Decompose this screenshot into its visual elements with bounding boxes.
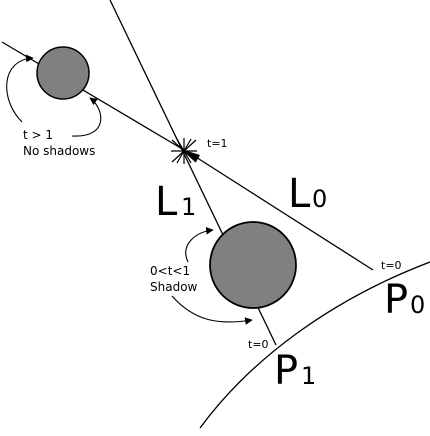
- label-p0-main: P: [384, 277, 408, 323]
- annotation-arrow-gt1-right: [71, 97, 102, 137]
- label-l0-sub: 0: [312, 185, 327, 213]
- label-t-zero-p1: t=0: [248, 338, 269, 351]
- ray-l0-line: [187, 151, 374, 271]
- annotation-arrow-mid-down: [171, 295, 253, 325]
- label-p1-main: P: [274, 348, 298, 394]
- label-t-zero-p0: t=0: [381, 259, 402, 272]
- label-p0: P 0: [384, 277, 425, 323]
- label-l0: L 0: [288, 171, 327, 217]
- surface-curve: [199, 261, 430, 429]
- light-source-star: [171, 138, 197, 164]
- occluder-sphere-shadow: [209, 221, 297, 309]
- label-p1-sub: 1: [301, 362, 316, 390]
- label-l1-main: L: [155, 179, 178, 225]
- label-range-mid: 0<t<1: [150, 264, 190, 278]
- annotation-arrow-mid-up: [185, 226, 214, 263]
- occluder-sphere-far: [36, 46, 90, 100]
- label-l1: L 1: [155, 179, 196, 225]
- ray-l0-arrowhead: [184, 150, 200, 162]
- label-l0-main: L: [288, 171, 311, 217]
- label-p0-sub: 0: [410, 291, 425, 319]
- annotation-arrow-gt1-up: [6, 54, 34, 123]
- label-p1: P 1: [274, 348, 316, 394]
- label-range-gt1: t > 1: [23, 128, 53, 142]
- label-shadow: Shadow: [150, 280, 198, 294]
- label-t-one: t=1: [207, 137, 228, 150]
- label-l1-sub: 1: [181, 193, 196, 221]
- label-no-shadows: No shadows: [23, 144, 95, 158]
